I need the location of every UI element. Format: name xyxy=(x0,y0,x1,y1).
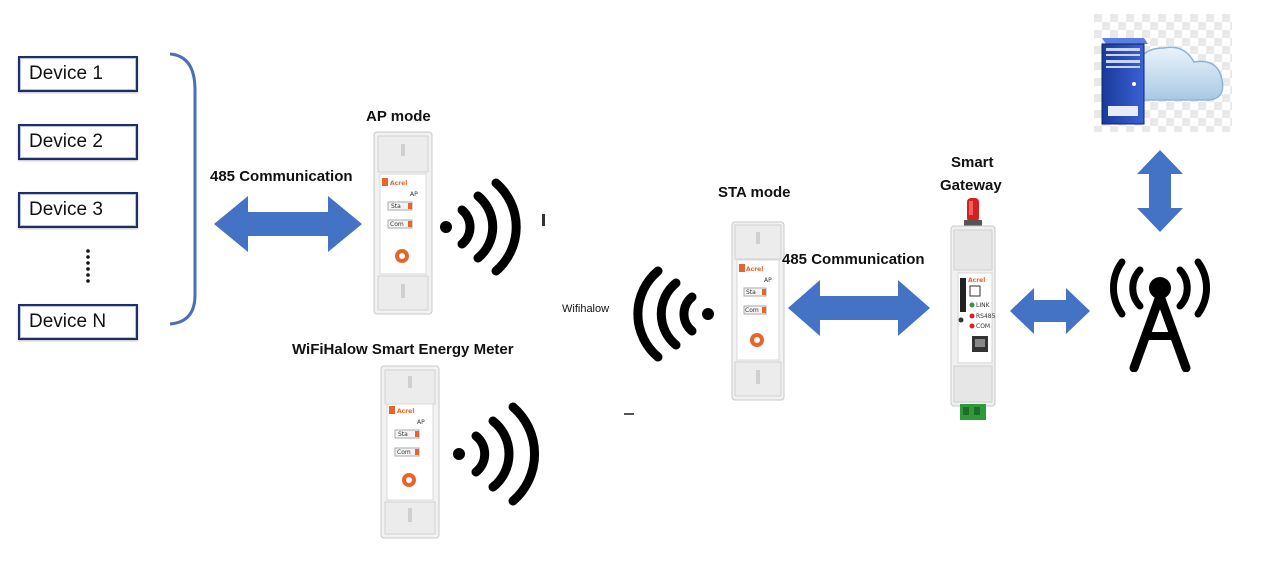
device-2-label: Device 2 xyxy=(29,131,103,152)
comm-right-label: 485 Communication xyxy=(782,251,925,268)
meter-ap-device: Acrel AP Sta Com xyxy=(373,131,433,315)
meter-ap-com: Com xyxy=(390,221,404,228)
smart-gateway-device: Acrel LINK RS485 COM xyxy=(950,198,996,420)
ap-mode-label: AP mode xyxy=(366,108,431,125)
double-arrow-gateway-tower xyxy=(1010,288,1090,334)
device-2-box: Device 2 xyxy=(18,124,138,160)
brace-icon xyxy=(169,52,197,326)
meter2-sta: Sta xyxy=(398,431,408,438)
meter-sta-device: Acrel AP Sta Com xyxy=(731,221,785,401)
meter-sta-com: Com xyxy=(745,307,759,314)
wifihalow-label: Wifihalow xyxy=(562,303,610,315)
comm-left-label: 485 Communication xyxy=(210,168,353,185)
gateway-rs485: RS485 xyxy=(976,313,996,320)
device-n-label: Device N xyxy=(29,311,107,332)
meter-ap-brand: Acrel xyxy=(390,180,407,187)
meter-ap-device-2: Acrel AP Sta Com xyxy=(380,365,440,539)
gateway-label-line1: Smart xyxy=(951,154,994,171)
double-arrow-vertical xyxy=(1137,150,1183,232)
device-1-box: Device 1 xyxy=(18,56,138,92)
meter2-model: AP xyxy=(417,419,425,426)
device-1-label: Device 1 xyxy=(29,63,103,84)
double-arrow-left xyxy=(214,196,362,252)
wifi-waves-icon xyxy=(453,402,539,506)
ellipsis-dots xyxy=(84,248,92,288)
meter2-brand: Acrel xyxy=(397,408,414,415)
meter-ap-sta: Sta xyxy=(391,203,401,210)
gateway-com: COM xyxy=(976,323,990,330)
meter-sta-brand: Acrel xyxy=(746,266,763,273)
gateway-brand: Acrel xyxy=(968,277,985,284)
stray-mark xyxy=(542,214,545,226)
meter-sta-model: AP xyxy=(764,277,772,284)
meter2-com: Com xyxy=(397,449,411,456)
meter-sta-sta: Sta xyxy=(746,289,756,296)
cell-tower-icon xyxy=(1110,258,1210,372)
meter-ap-model: AP xyxy=(410,191,418,198)
stray-dash xyxy=(624,413,634,415)
server-icon xyxy=(1101,38,1148,125)
wifi-waves-icon xyxy=(440,178,521,276)
double-arrow-right xyxy=(788,280,930,336)
cloud-server-image xyxy=(1094,14,1232,132)
device-3-box: Device 3 xyxy=(18,192,138,228)
device-n-box: Device N xyxy=(18,304,138,340)
gateway-link: LINK xyxy=(976,302,991,309)
device-3-label: Device 3 xyxy=(29,199,103,220)
gateway-label-line2: Gateway xyxy=(940,177,1002,194)
sta-mode-label: STA mode xyxy=(718,184,791,201)
meter-label: WiFiHalow Smart Energy Meter xyxy=(292,341,514,358)
wifi-waves-icon xyxy=(633,266,714,362)
